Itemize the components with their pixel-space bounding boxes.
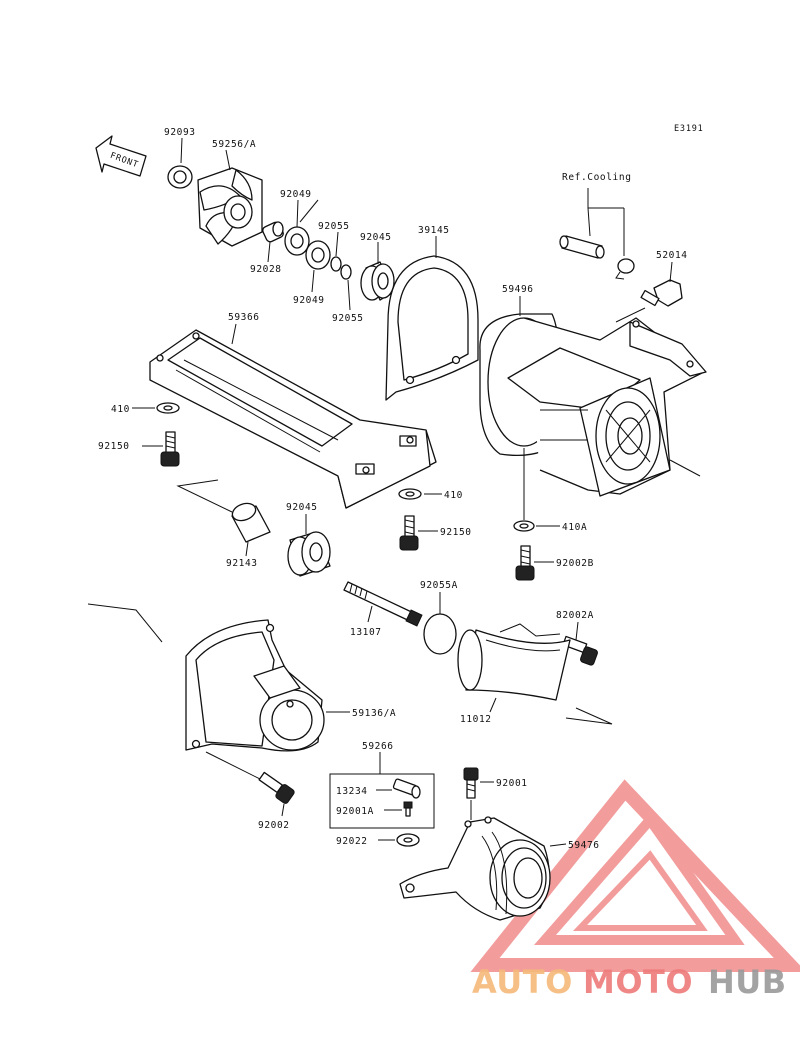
watermark-hub: HUB (708, 963, 787, 1001)
label-52014: 52014 (656, 250, 688, 261)
label-92055-bottom: 92055 (332, 313, 364, 324)
label-92001: 92001 (496, 778, 528, 789)
part-92001a-screw (403, 801, 413, 817)
label-13234: 13234 (336, 786, 368, 797)
part-410-washer-middle (398, 488, 422, 500)
part-59476-nozzle (399, 816, 551, 921)
label-59496: 59496 (502, 284, 534, 295)
part-39145-cover (385, 255, 479, 401)
kit-59266-box (329, 773, 435, 829)
part-92150-bolt-middle (399, 515, 419, 551)
label-92055A: 92055A (420, 580, 458, 591)
label-92001A: 92001A (336, 806, 374, 817)
part-92150-bolt-left (160, 431, 180, 467)
part-59256-impeller (197, 167, 263, 247)
part-13107-shaft (343, 581, 423, 627)
diagram-code: E3191 (674, 124, 704, 134)
label-92022: 92022 (336, 836, 368, 847)
label-92045-lower: 92045 (286, 502, 318, 513)
label-92002: 92002 (258, 820, 290, 831)
part-13234-plug (392, 778, 421, 799)
label-39145: 39145 (418, 225, 450, 236)
front-arrow-icon: FRONT (95, 135, 147, 177)
part-410a-washer (513, 520, 535, 532)
label-410-left: 410 (111, 404, 130, 415)
part-410-washer-left (156, 402, 180, 414)
watermark-text: AUTO MOTO HUB (472, 963, 787, 1001)
ref-cooling-bracket (587, 188, 625, 256)
label-59136a: 59136/A (352, 708, 396, 719)
part-59366-duct (149, 329, 437, 509)
label-92045-top: 92045 (360, 232, 392, 243)
part-59496-pump-case (479, 313, 707, 497)
label-92028: 92028 (250, 264, 282, 275)
label-82002A: 82002A (556, 610, 594, 621)
label-410-middle: 410 (444, 490, 463, 501)
label-92143: 92143 (226, 558, 258, 569)
part-92022-washer (396, 833, 420, 847)
label-92150-left: 92150 (98, 441, 130, 452)
watermark-auto: AUTO (472, 963, 573, 1001)
label-92093: 92093 (164, 127, 196, 138)
label-92055-top: 92055 (318, 221, 350, 232)
part-92045-bearing-top (360, 261, 395, 301)
part-52014-fitting (640, 279, 683, 307)
label-11012: 11012 (460, 714, 492, 725)
part-92001-bolt (463, 767, 479, 799)
label-410A: 410A (562, 522, 587, 533)
label-59256a: 59256/A (212, 139, 256, 150)
part-cooling-clamp (615, 258, 635, 280)
watermark-logo-icon (470, 779, 800, 972)
part-92049-seal-b (305, 240, 331, 270)
part-92049-seal-a (284, 226, 310, 256)
part-92045-bearing-lower (287, 531, 331, 577)
label-92049-bottom: 92049 (293, 295, 325, 306)
part-cooling-hose (559, 235, 605, 259)
leader-line (299, 199, 319, 223)
label-59266: 59266 (362, 741, 394, 752)
part-92002-bolt (258, 771, 295, 804)
label-92002B: 92002B (556, 558, 594, 569)
watermark-moto: MOTO (583, 963, 693, 1001)
part-92055a-oring (423, 613, 457, 655)
part-92093-bushing (167, 165, 193, 189)
label-59366: 59366 (228, 312, 260, 323)
label-13107: 13107 (350, 627, 382, 638)
label-92150-middle: 92150 (440, 527, 472, 538)
part-92028-spacer (262, 221, 284, 243)
label-59476: 59476 (568, 840, 600, 851)
part-59136a-stator (185, 619, 325, 752)
ref-cooling-label: Ref.Cooling (562, 172, 632, 183)
label-92049-top: 92049 (280, 189, 312, 200)
part-11012-cone (457, 629, 571, 701)
part-92002b-bolt (515, 545, 535, 581)
part-92055-orings (330, 256, 352, 280)
part-92143-collar (231, 502, 271, 543)
